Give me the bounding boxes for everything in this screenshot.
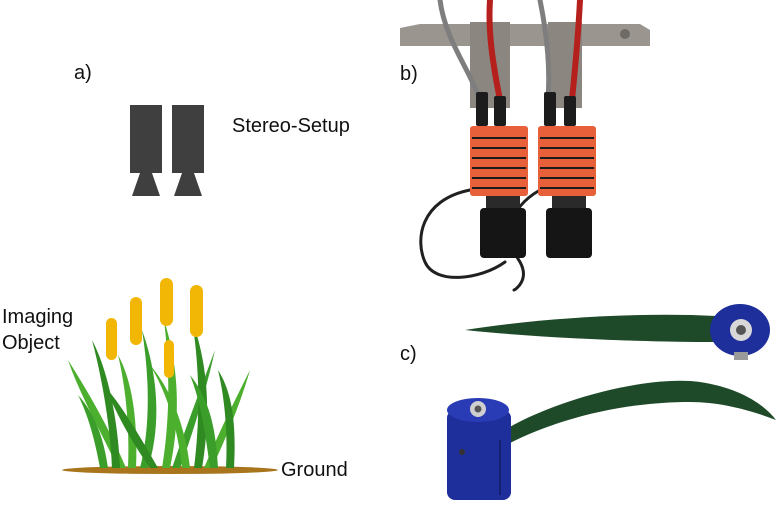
- imaging-object-label-line1: Imaging: [2, 306, 74, 328]
- panel-label-b: b): [400, 63, 418, 85]
- artificial-leaf-curved: [508, 380, 776, 444]
- panel-label-a: a): [74, 62, 92, 84]
- camera-left-icon: [130, 105, 162, 196]
- panel-label-c: c): [400, 343, 417, 365]
- plant-leaves: [68, 320, 250, 468]
- cable-connectors: [476, 92, 576, 126]
- holder-cylinder: [447, 398, 511, 500]
- camera-right-housing: [538, 126, 596, 196]
- camera-left-housing: [470, 126, 528, 196]
- artificial-leaf-horizontal: [465, 314, 716, 342]
- holder-horizontal: [710, 304, 770, 360]
- ground-label: Ground: [281, 459, 348, 481]
- stereo-setup-label: Stereo-Setup: [232, 115, 350, 137]
- imaging-object-label-line2: Object: [2, 332, 60, 354]
- camera-lenses: [480, 196, 592, 258]
- camera-right-icon: [172, 105, 204, 196]
- plant-ears: [106, 278, 203, 378]
